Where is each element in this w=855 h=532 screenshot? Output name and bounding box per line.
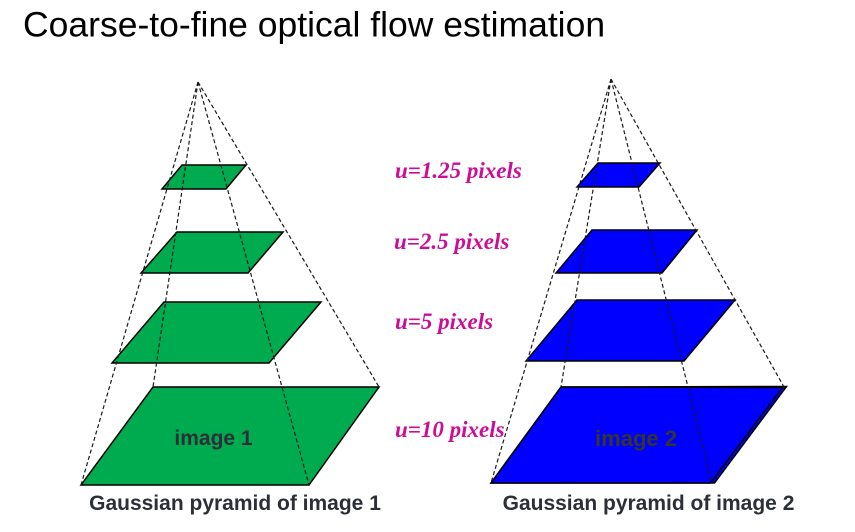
svg-text:Coarse-to-fine optical flow es: Coarse-to-fine optical flow estimation (23, 5, 605, 45)
svg-text:Gaussian pyramid of image 1: Gaussian pyramid of image 1 (89, 492, 381, 515)
svg-text:u=2.5 pixels: u=2.5 pixels (394, 229, 509, 254)
svg-text:image 1: image 1 (174, 427, 253, 450)
svg-text:u=5 pixels: u=5 pixels (395, 309, 493, 334)
svg-text:image 2: image 2 (595, 426, 677, 451)
svg-text:u=10 pixels: u=10 pixels (395, 417, 505, 442)
svg-text:u=1.25 pixels: u=1.25 pixels (395, 158, 522, 183)
svg-text:Gaussian pyramid of image 2: Gaussian pyramid of image 2 (503, 492, 795, 515)
